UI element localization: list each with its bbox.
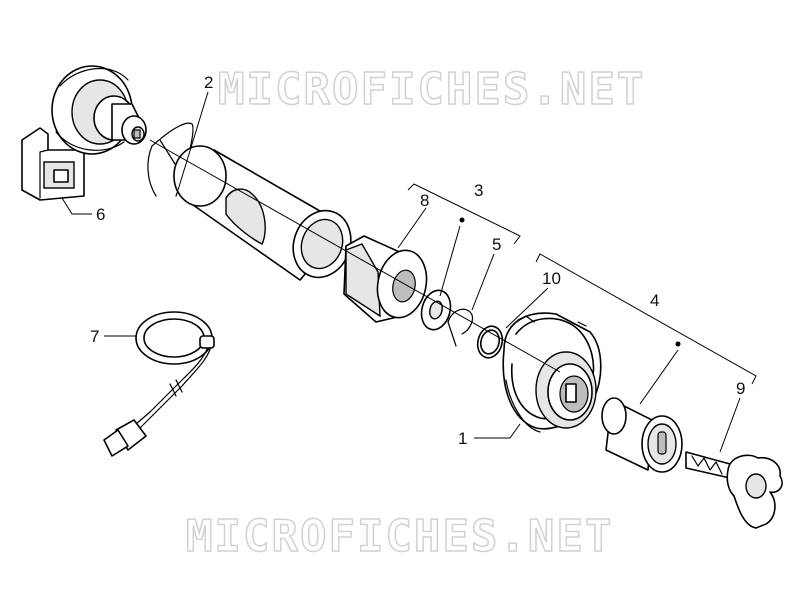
callout-9: 9 [736, 379, 745, 398]
callout-5: 5 [492, 235, 501, 254]
callout-3: 3 [474, 181, 483, 200]
assembly-axis [149, 139, 561, 373]
leader-washer [439, 225, 461, 297]
callout-4: 4 [650, 291, 659, 310]
leader-6 [61, 197, 92, 215]
callout-1: 1 [458, 429, 467, 448]
callout-6: 6 [96, 205, 105, 224]
leader-2 [177, 91, 209, 191]
leader-1 [474, 423, 521, 439]
part-9-key [685, 451, 783, 529]
part-10-o-ring [476, 325, 504, 359]
part-4-lock-cylinder [601, 397, 683, 473]
watermark-top: MICROFICHES.NET [218, 64, 645, 115]
leader-9 [719, 397, 741, 453]
cylinder-sleeve [173, 145, 352, 281]
leader-4 [639, 349, 679, 405]
group-3-bracket [407, 183, 521, 245]
group-4-dot [675, 341, 681, 347]
part-7-ring-with-wire [103, 311, 215, 457]
leader-5 [471, 253, 495, 311]
callout-2: 2 [204, 73, 213, 92]
callout-10: 10 [542, 269, 561, 288]
leader-10 [505, 287, 549, 329]
part-1-lock-body [502, 312, 602, 433]
leader-8 [397, 207, 427, 249]
part-5-spring-clip [447, 308, 474, 347]
washer [420, 289, 452, 331]
watermark-bottom: MICROFICHES.NET [186, 511, 613, 562]
group-3-dot [459, 217, 465, 223]
callout-8: 8 [420, 191, 429, 210]
group-4-bracket [535, 253, 757, 385]
part-8-bushing [343, 235, 428, 323]
part-6-lock-housing [21, 65, 147, 201]
callout-7: 7 [90, 327, 99, 346]
